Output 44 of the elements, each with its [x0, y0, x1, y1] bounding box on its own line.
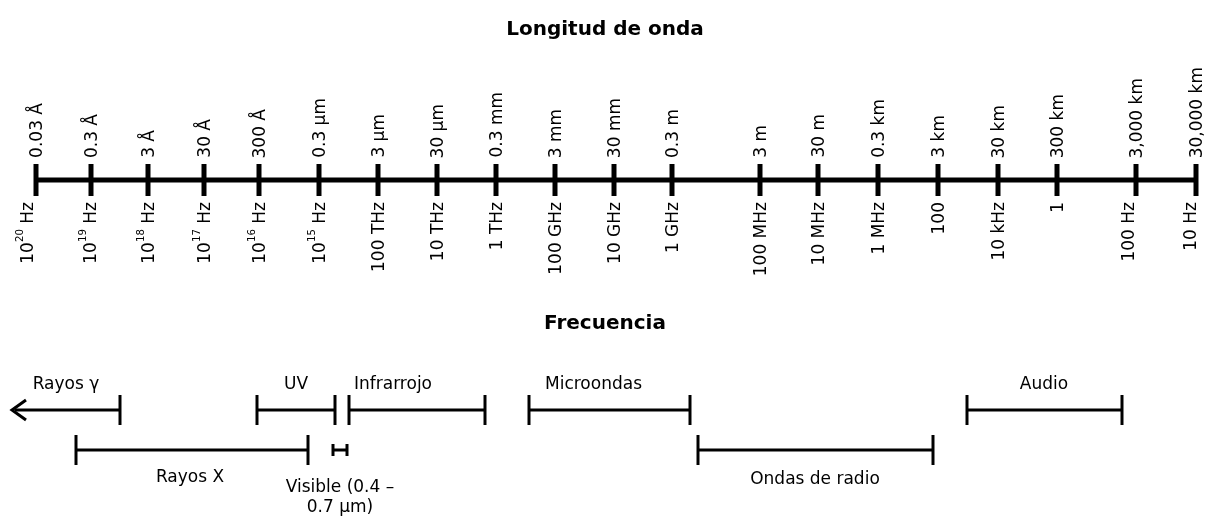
band-label: Visible (0.4 – 0.7 µm) [284, 476, 396, 516]
wavelength-label: 30 Å [195, 119, 213, 158]
wavelength-label: 0.3 Å [82, 113, 100, 158]
wavelength-label: 300 Å [250, 108, 268, 158]
wavelength-label: 3,000 km [1127, 77, 1145, 158]
wavelength-label: 300 km [1048, 93, 1066, 158]
frequency-label: 100 GHz [546, 202, 564, 275]
wavelength-label: 0.3 µm [310, 98, 328, 158]
wavelength-label: 3 Å [139, 130, 157, 158]
wavelength-label: 0.3 mm [487, 92, 505, 158]
wavelength-label: 0.03 Å [27, 103, 45, 158]
band-label: Microondas [545, 373, 642, 393]
frequency-label: 10 kHz [989, 202, 1007, 261]
frequency-label: 1 MHz [869, 202, 887, 255]
axis-title: Longitud de onda [506, 16, 704, 40]
band-label: Audio [1019, 373, 1069, 393]
frequency-label: 1 GHz [663, 202, 681, 254]
wavelength-label: 30 m [809, 114, 827, 158]
wavelength-label: 3 m [751, 125, 769, 158]
wavelength-label: 0.3 m [663, 109, 681, 158]
band-label: Ondas de radio [750, 468, 880, 488]
wavelength-label: 3 km [929, 115, 947, 158]
frequency-label: 10 Hz [1181, 202, 1199, 251]
wavelength-label: 30,000 km [1187, 66, 1205, 158]
frequency-label: 100 THz [369, 202, 387, 272]
wavelength-label: 30 mm [605, 97, 623, 158]
frequency-label: 10 THz [428, 202, 446, 262]
frequency-label: 10 MHz [809, 202, 827, 266]
frequency-label: 100 [929, 202, 947, 235]
frequency-label: 1 THz [487, 202, 505, 251]
wavelength-label: 3 µm [369, 114, 387, 158]
wavelength-label: 30 µm [428, 103, 446, 158]
frequency-label: 100 Hz [1119, 202, 1137, 262]
band-label: Rayos X [155, 466, 225, 486]
axis-title: Frecuencia [544, 310, 666, 334]
band-label: Infrarrojo [354, 373, 432, 393]
frequency-label: 10 GHz [605, 202, 623, 264]
band-label: UV [283, 373, 309, 393]
frequency-label: 100 MHz [751, 202, 769, 277]
wavelength-label: 0.3 km [869, 99, 887, 158]
band-label: Rayos γ [32, 373, 100, 393]
frequency-label: 1 [1048, 202, 1066, 213]
wavelength-label: 3 mm [546, 108, 564, 158]
wavelength-label: 30 km [989, 104, 1007, 158]
